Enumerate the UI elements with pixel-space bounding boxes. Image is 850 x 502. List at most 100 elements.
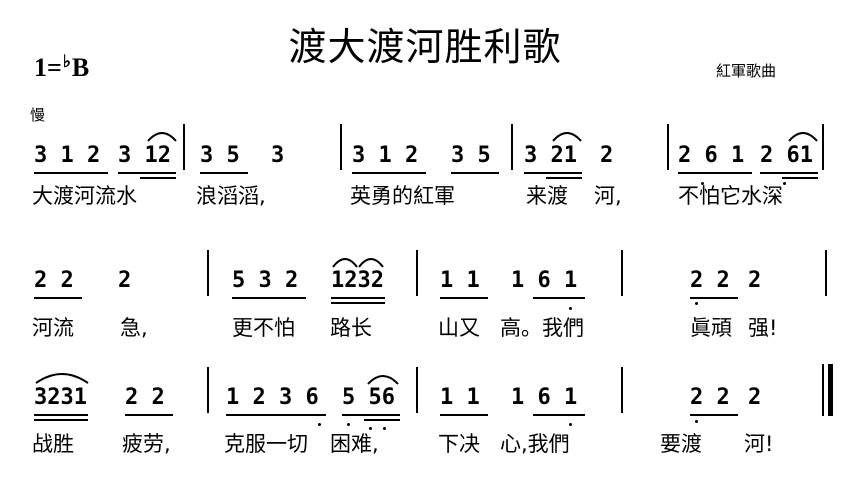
song-title: 渡大渡河胜利歌: [288, 25, 562, 69]
underline-beam: [352, 172, 426, 174]
lyric-text: 心,我們: [500, 432, 570, 456]
underline-beam: [690, 297, 738, 299]
lower-octave-dot: [569, 307, 572, 310]
underline-beam: [232, 297, 306, 299]
tempo-marking: 慢: [30, 106, 46, 124]
lower-octave-dot: [701, 182, 704, 185]
note-group: 1232: [331, 268, 384, 293]
lyric-text: 不怕它水深: [678, 184, 783, 208]
lower-octave-dot: [369, 427, 372, 430]
barline: [340, 124, 342, 170]
note-group: 2 6 1: [678, 143, 745, 168]
underline-beam: [34, 414, 88, 416]
slur-mark: [552, 132, 582, 142]
underline-beam: [690, 414, 738, 416]
barline: [822, 124, 824, 170]
barline: [207, 250, 209, 296]
note-group: 2 2: [34, 268, 74, 293]
note-group: 2: [118, 268, 132, 293]
note-group: 2: [748, 385, 762, 410]
underline-beam: [34, 297, 82, 299]
barline: [621, 367, 623, 413]
underline-beam: [200, 172, 248, 174]
note-group: 2 2: [125, 385, 165, 410]
underline-beam: [140, 177, 176, 179]
lyric-text: 战胜: [32, 432, 74, 456]
barline: [667, 124, 669, 170]
barline: [207, 367, 209, 413]
slur-mark: [147, 132, 177, 142]
note-group: 2: [600, 143, 614, 168]
slur-mark: [358, 258, 384, 268]
note-group: 3 1 2: [34, 143, 101, 168]
underline-beam: [546, 177, 582, 179]
lyric-text: 疲劳,: [122, 432, 171, 456]
lyric-text: 克服一切: [224, 432, 308, 456]
underline-beam: [331, 297, 385, 299]
lower-octave-dot: [783, 182, 786, 185]
lyric-text: 急,: [120, 316, 148, 340]
underline-beam: [524, 172, 582, 174]
note-group: 3 21: [524, 143, 577, 168]
note-group: 2 2: [690, 385, 730, 410]
note-group: 3 12: [118, 143, 171, 168]
lyric-text: 强!: [748, 316, 778, 340]
lyric-text: 更不怕: [232, 316, 295, 340]
slur-mark: [332, 258, 358, 268]
lower-octave-dot: [347, 423, 350, 426]
lower-octave-dot: [569, 423, 572, 426]
lower-octave-dot: [383, 427, 386, 430]
note-group: 3 5: [451, 143, 491, 168]
lyric-text: 英勇的紅軍: [350, 184, 455, 208]
lyric-text: 浪滔滔,: [196, 184, 266, 208]
note-group: 2 61: [760, 143, 813, 168]
underline-beam: [364, 419, 400, 421]
lyric-text: 大渡河流水: [32, 184, 137, 208]
lyric-text: 高。我們: [500, 316, 584, 340]
slur-mark: [367, 375, 399, 385]
note-group: 2: [748, 268, 762, 293]
note-group: 1 1: [440, 268, 480, 293]
key-prefix: 1=: [34, 53, 62, 82]
underline-beam: [533, 297, 585, 299]
slur-mark: [35, 373, 89, 384]
key-signature: 1=♭B: [34, 52, 89, 83]
note-group: 1 1: [440, 385, 480, 410]
final-barline-thin: [822, 364, 824, 416]
lyric-text: 河,: [594, 184, 622, 208]
barline: [621, 250, 623, 296]
underline-beam: [331, 302, 385, 304]
underline-beam: [34, 419, 88, 421]
underline-beam: [440, 414, 488, 416]
lyric-text: 眞頑: [690, 316, 732, 340]
note-group: 3 5: [200, 143, 240, 168]
lyric-text: 要渡: [660, 432, 702, 456]
barline: [511, 124, 513, 170]
barline: [825, 250, 827, 296]
key-note: B: [71, 53, 90, 82]
underline-beam: [342, 414, 400, 416]
lyric-text: 河!: [744, 432, 774, 456]
note-group: 1 6 1: [511, 268, 578, 293]
note-group: 1 6 1: [511, 385, 578, 410]
underline-beam: [125, 414, 173, 416]
lyric-text: 困难,: [330, 432, 379, 456]
lower-octave-dot: [695, 420, 698, 423]
note-group: 3: [271, 143, 285, 168]
underline-beam: [118, 172, 176, 174]
slur-mark: [788, 132, 818, 142]
song-credit: 紅軍歌曲: [716, 62, 777, 80]
lyric-text: 路长: [330, 316, 372, 340]
underline-beam: [226, 414, 326, 416]
underline-beam: [533, 414, 585, 416]
lower-octave-dot: [318, 423, 321, 426]
barline: [183, 124, 185, 170]
underline-beam: [760, 172, 818, 174]
flat-sign: ♭: [62, 52, 71, 71]
underline-beam: [451, 172, 499, 174]
lyric-text: 来渡: [526, 184, 568, 208]
note-group: 3 1 2: [352, 143, 419, 168]
note-group: 1 2 3 6: [226, 385, 319, 410]
lyric-text: 河流: [32, 316, 74, 340]
